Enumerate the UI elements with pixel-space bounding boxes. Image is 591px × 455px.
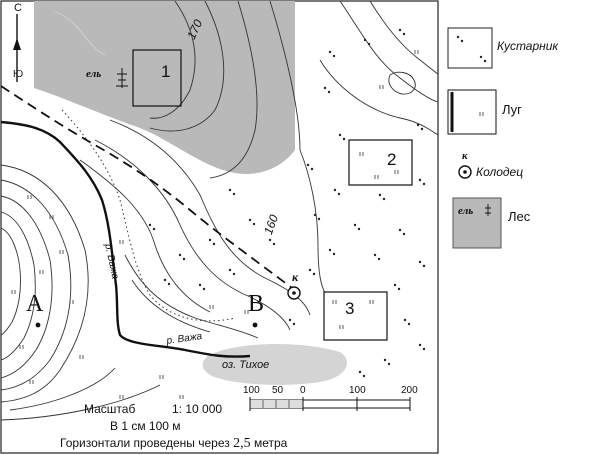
scale-cm-to-m: В 1 см 100 м [110,419,181,433]
scale-tick-50: 50 [272,385,284,396]
contour-lines-right [319,0,439,136]
spruce-symbol [116,68,128,88]
forest-texture [54,11,106,56]
scale-ratio: 1: 10 000 [172,402,223,416]
north-arrow [13,14,21,82]
meadow-pattern [11,50,419,399]
legend-graphics [447,27,502,249]
contour-interval-note: Горизонтали проведены через 2,5 метра [60,436,288,451]
contour-lines-center [79,0,331,339]
dotted-trail [61,109,236,322]
forest-spruce-label: ель [86,68,102,80]
plot-3-box [323,291,388,341]
legend-forest-word: ель [458,205,474,217]
point-a-label: A [26,291,44,317]
contour-interval-value: 2,5 [233,436,251,451]
legend-forest-label: Лес [508,209,531,224]
plot-2-label: 2 [387,150,397,169]
lake-label: оз. Тихое [222,359,270,371]
well-marker-label: к [292,270,299,284]
plot-meadow-ticks [332,152,399,329]
legend-meadow-label: Луг [502,102,522,117]
point-a-dot [35,322,41,328]
legend-bushes-label: Кустарник [497,39,559,53]
point-b-label: B [248,291,265,317]
scale-tick-100-left: 100 [243,385,260,396]
scale-bar [249,397,411,411]
scale-label: Масштаб [84,402,136,416]
plot-3-label: 3 [345,299,355,318]
lake-tikhoe [202,344,348,385]
legend-well-letter: к [462,150,468,162]
forest-area [34,1,295,174]
plot-2-box [348,139,413,186]
scale-tick-0: 0 [300,385,306,396]
legend-well-label: Колодец [476,165,524,179]
plot-1-label: 1 [161,62,171,81]
point-b-dot [252,322,258,328]
scale-tick-200: 200 [401,385,418,396]
dashed-road [0,85,293,289]
north-label: С [14,2,22,14]
bush-pattern [148,28,426,378]
scale-tick-100-right: 100 [349,385,366,396]
south-label: Ю [13,69,24,80]
river-vazha [0,120,251,358]
plot-1-box [132,49,182,107]
